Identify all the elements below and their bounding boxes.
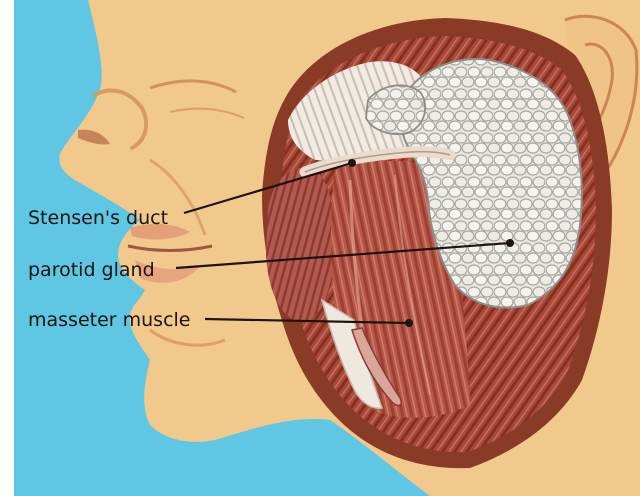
label-stensens-duct: Stensen's duct [28, 207, 168, 229]
parotid-gland-pointer [506, 239, 514, 247]
left-margin [0, 0, 14, 496]
label-masseter-muscle: masseter muscle [28, 309, 191, 331]
buccinator-muscle [266, 168, 335, 322]
masseter-muscle-pointer [405, 319, 413, 327]
label-parotid-gland: parotid gland [28, 259, 155, 281]
stensens-duct-pointer [348, 159, 356, 167]
accessory-gland [366, 85, 425, 134]
